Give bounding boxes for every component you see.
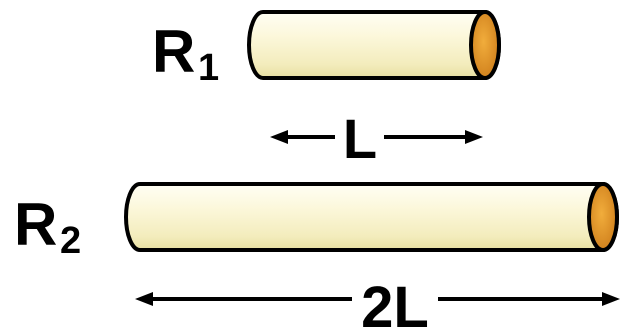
resistor-2-subscript: 2	[60, 220, 81, 262]
resistor-2-symbol: R	[14, 191, 57, 258]
length-marker-2L: 2L	[135, 275, 620, 331]
resistor-2: R 2 2L	[14, 182, 620, 331]
length-label-L: L	[343, 107, 377, 170]
length-label-2L: 2L	[361, 275, 429, 331]
length-arrow-right-head	[465, 130, 483, 144]
resistor-2-rod-body	[124, 182, 619, 252]
resistor-1-label: R 1	[152, 18, 219, 89]
resistor-2-rod	[124, 182, 619, 252]
length-arrow-left-head	[135, 292, 153, 306]
resistor-1-subscript: 1	[198, 47, 219, 89]
resistor-1-symbol: R	[152, 18, 195, 85]
resistor-1-rod-body	[247, 10, 501, 80]
resistor-2-label: R 2	[14, 191, 81, 262]
length-arrow-right-head	[602, 292, 620, 306]
length-arrow-left-head	[270, 130, 288, 144]
resistor-1-rod-end	[469, 10, 501, 80]
resistor-1-rod	[247, 10, 501, 80]
length-marker-L: L	[270, 107, 483, 170]
resistor-1: R 1 L	[152, 10, 501, 170]
resistor-2-rod-end	[587, 182, 619, 252]
